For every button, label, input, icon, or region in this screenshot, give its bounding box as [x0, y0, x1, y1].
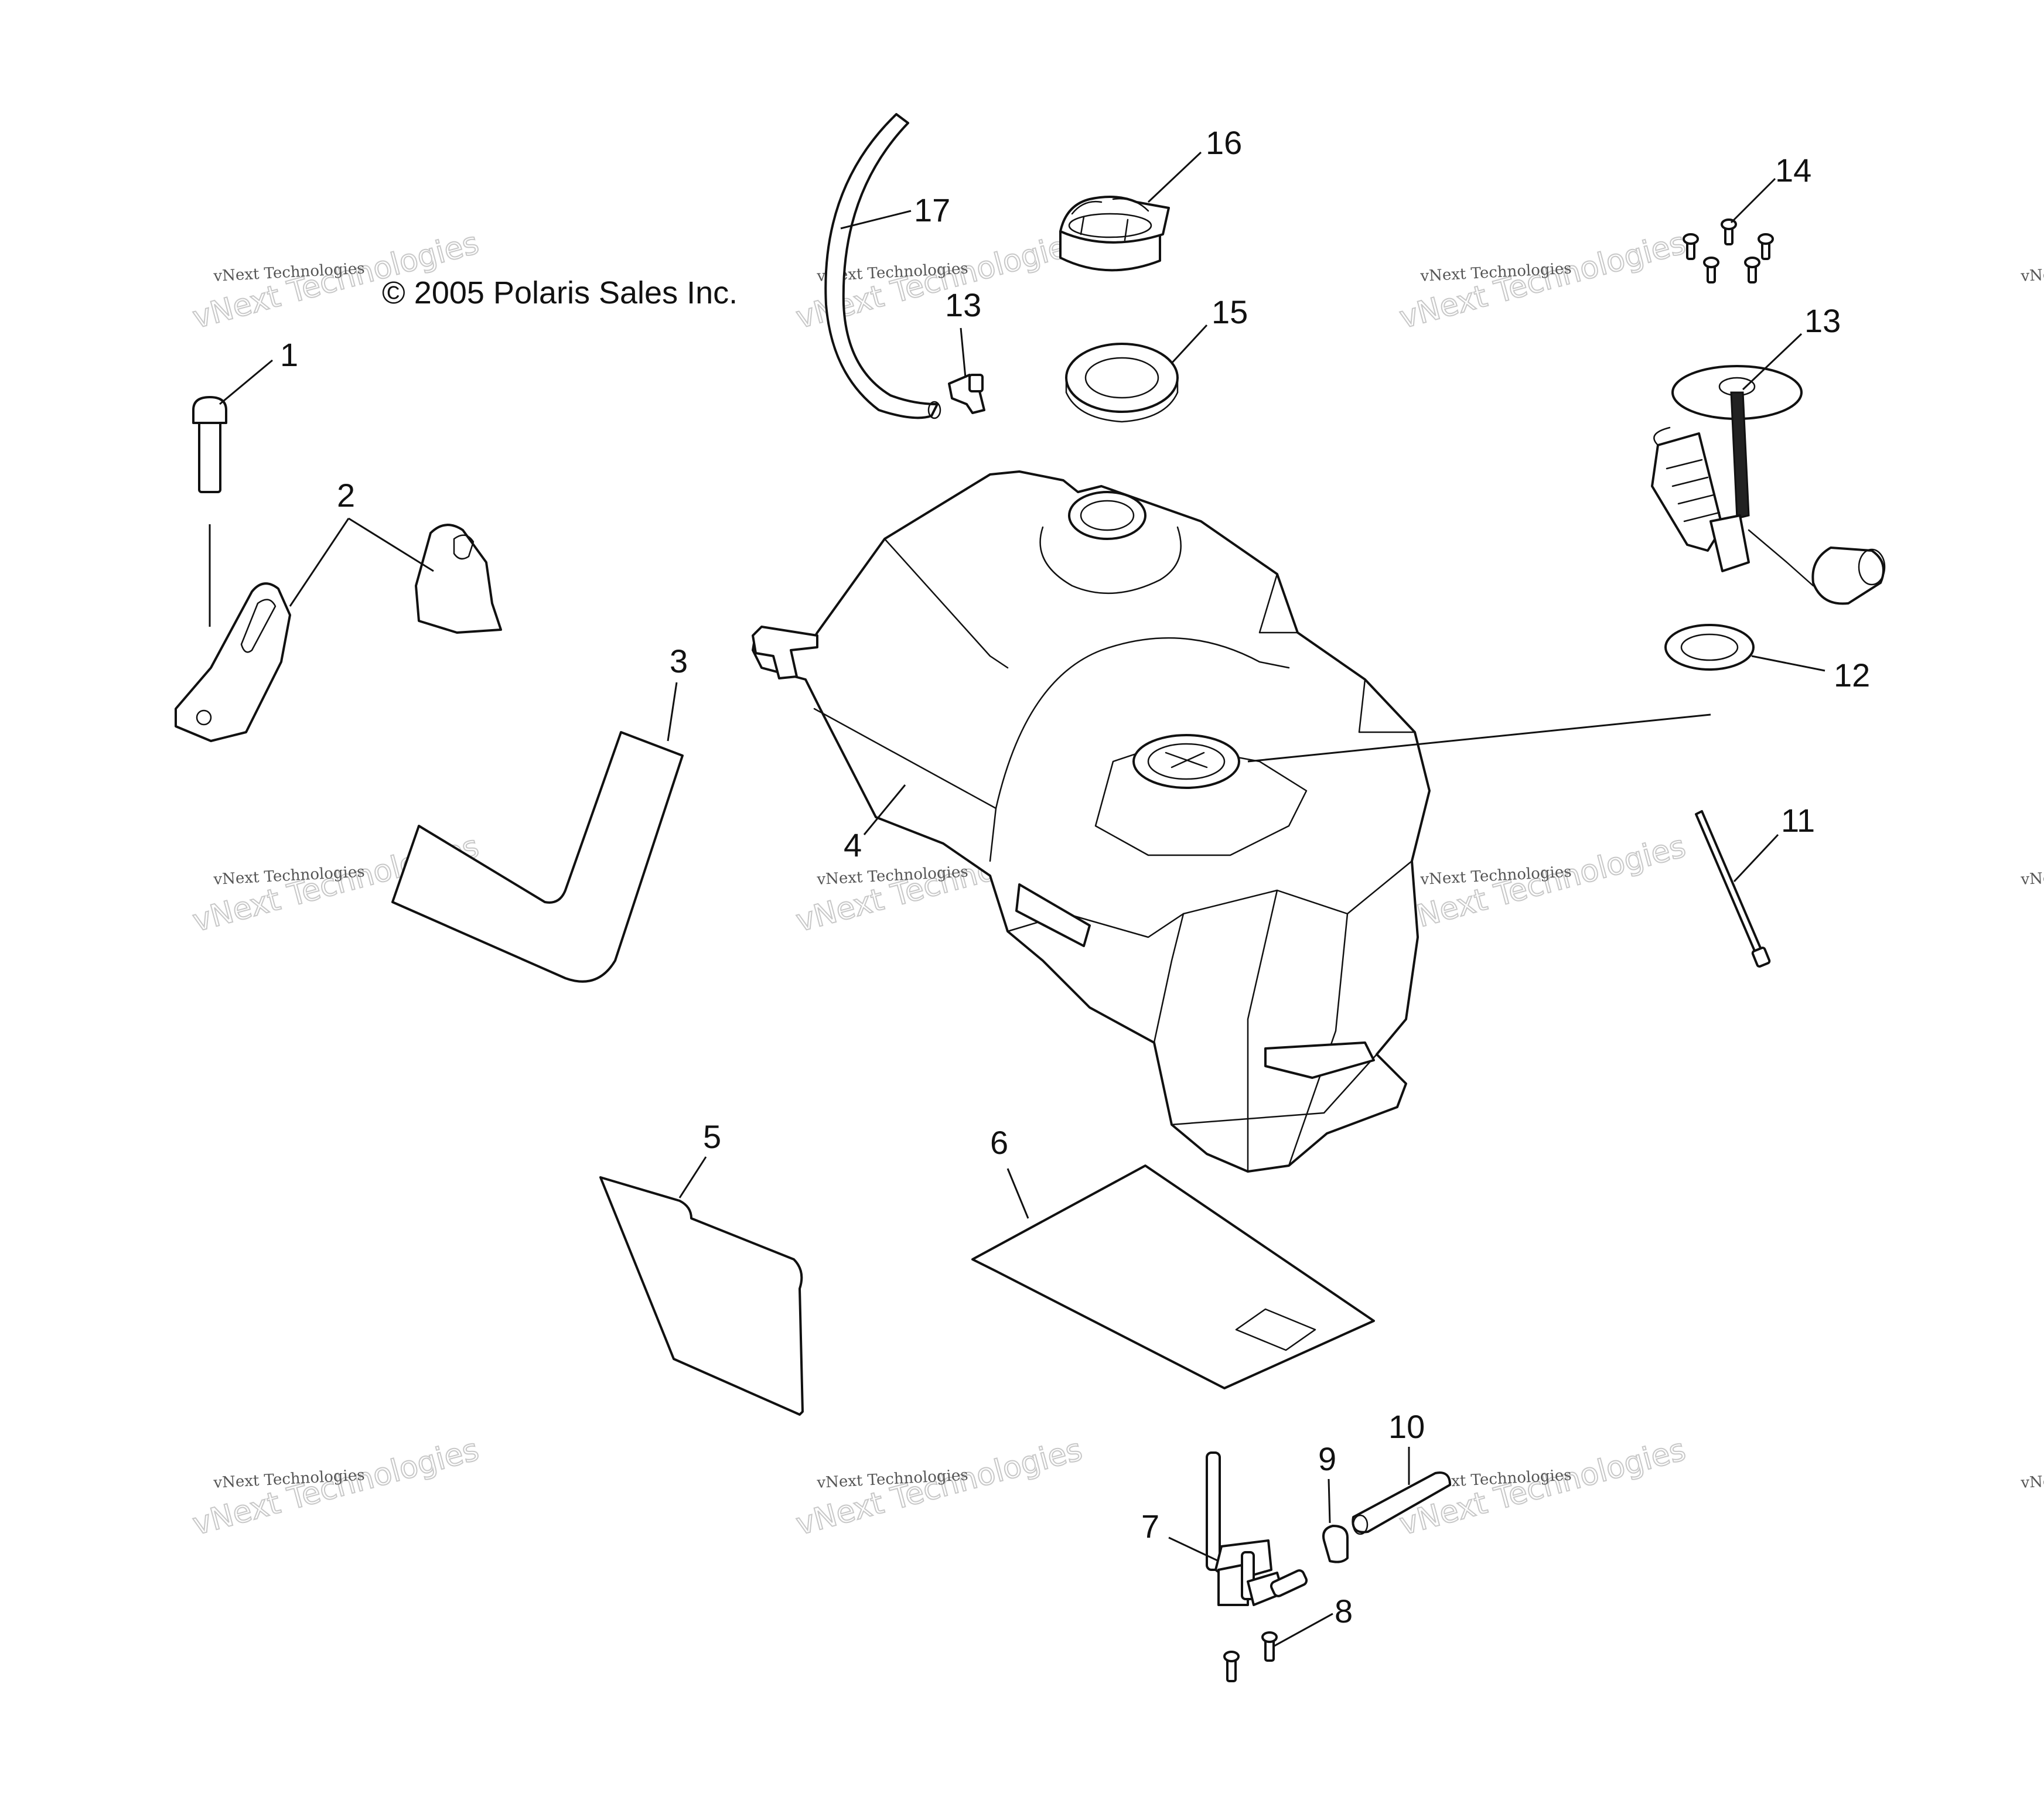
vent-hose-icon: [824, 113, 941, 419]
gasket-icon: [1065, 343, 1179, 423]
leader-line: [840, 210, 912, 230]
leader-line: [960, 327, 967, 378]
watermark: vNext Technologies: [2020, 260, 2044, 286]
callout-number: 7: [1141, 1508, 1159, 1545]
fuel-tank-icon: [752, 470, 1711, 1173]
callout-number: 1: [280, 336, 298, 373]
hose-icon: [1352, 1471, 1451, 1535]
leader-line: [1147, 151, 1202, 203]
leader-line: [667, 682, 678, 742]
callout-number: 13: [945, 286, 981, 323]
watermark: vNext Technologies: [2020, 863, 2044, 889]
pad-icon: [599, 1176, 804, 1416]
leader-line: [348, 517, 434, 572]
screw-icon: [1223, 1631, 1278, 1682]
callout-number: 17: [914, 192, 950, 228]
clamp-icon: [1322, 1525, 1349, 1563]
callout-number: 15: [1212, 293, 1248, 330]
bolt-icon: [192, 396, 227, 627]
watermark-small: vNext Technologies: [2020, 260, 2044, 286]
leader-line: [678, 1156, 707, 1198]
watermark-small: vNext Technologies: [2020, 863, 2044, 889]
fuel-cap-icon: [1059, 196, 1170, 272]
callout-number: 11: [1781, 802, 1815, 839]
leader-line: [219, 359, 273, 405]
leader-line: [1733, 834, 1779, 883]
leader-line: [1171, 324, 1208, 364]
callout-number: 12: [1834, 657, 1870, 694]
bracket-icon: [175, 524, 502, 742]
callout-number: 10: [1388, 1408, 1425, 1445]
watermark: vNext Technologies vNext Technologies: [189, 1432, 483, 1543]
watermark: vNext Technologies: [2020, 1467, 2044, 1492]
leader-line: [1274, 1613, 1333, 1647]
watermark-small: vNext Technologies: [2020, 1467, 2044, 1492]
callout-number: 2: [337, 477, 355, 514]
callout-number: 13: [1804, 302, 1841, 339]
callout-number: 6: [990, 1124, 1008, 1161]
fuel-sender-icon: [1651, 365, 1886, 605]
leader-line: [289, 518, 350, 607]
callout-number: 14: [1775, 152, 1811, 189]
leader-line: [1006, 1168, 1029, 1219]
rod-icon: [1695, 810, 1771, 968]
callout-number: 9: [1318, 1440, 1336, 1477]
leader-line: [863, 784, 906, 835]
elbow-fitting-icon: [948, 374, 985, 414]
watermark: vNext Technologies vNext Technologies: [792, 1432, 1087, 1543]
copyright-text: © 2005 Polaris Sales Inc.: [382, 275, 738, 310]
leader-line: [1328, 1478, 1331, 1524]
gasket-icon: [1664, 624, 1755, 671]
screw-icon: [1683, 218, 1774, 284]
callout-number: 4: [844, 826, 862, 863]
leader-line: [1751, 655, 1825, 672]
callout-number: 5: [703, 1118, 721, 1155]
petcock-icon: [1206, 1451, 1308, 1606]
callout-number: 16: [1206, 124, 1242, 161]
pad-icon: [971, 1164, 1375, 1389]
callout-number: 8: [1335, 1593, 1353, 1630]
watermark: vNext Technologies vNext Technologies: [1395, 828, 1690, 940]
leader-line: [1168, 1536, 1219, 1562]
pad-strip-icon: [391, 731, 684, 983]
leader-line: [1742, 333, 1803, 391]
watermark: vNext Technologies vNext Technologies: [1395, 225, 1690, 336]
leader-line: [1730, 177, 1776, 224]
callout-number: 3: [670, 643, 688, 679]
